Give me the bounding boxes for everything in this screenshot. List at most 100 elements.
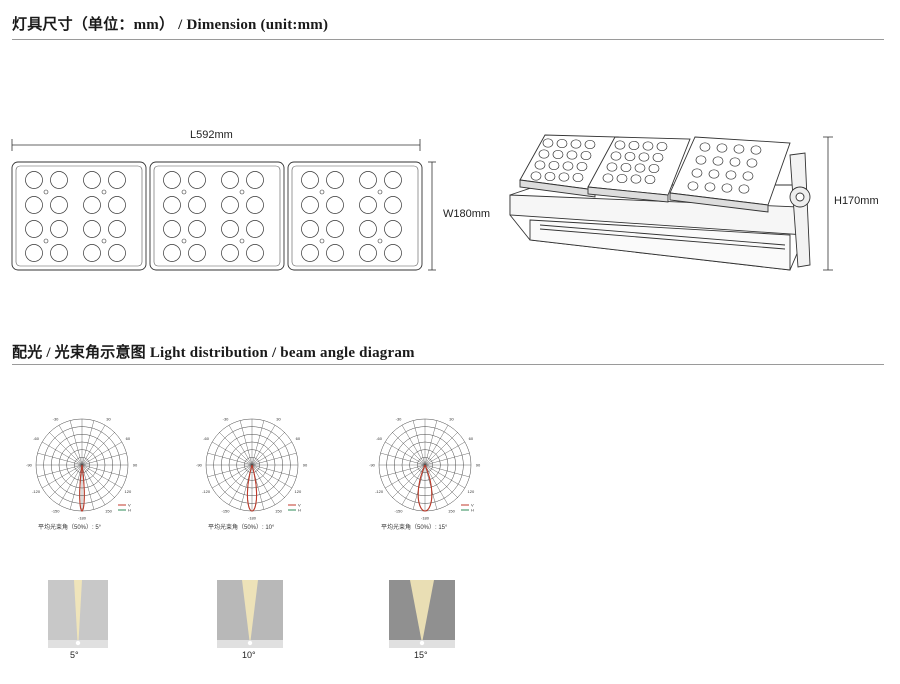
led-lens xyxy=(634,163,646,173)
polar-spoke xyxy=(207,464,253,478)
polar-spoke xyxy=(81,464,106,505)
beam-illustration xyxy=(217,580,283,648)
polar-spoke xyxy=(81,464,115,498)
led-lens xyxy=(108,244,126,262)
led-lens xyxy=(725,170,737,180)
led-lens xyxy=(359,220,377,238)
led-lens xyxy=(326,171,344,189)
led-lens xyxy=(301,196,319,214)
led-lens xyxy=(556,138,568,149)
led-lens xyxy=(384,196,402,214)
light-module xyxy=(11,161,147,271)
led-lens xyxy=(695,155,707,165)
led-lens xyxy=(359,171,377,189)
polar-tick-label: -150 xyxy=(51,508,60,513)
led-lens xyxy=(326,220,344,238)
led-lens xyxy=(602,173,614,183)
polar-tick-label: 120 xyxy=(295,489,302,494)
led-lens xyxy=(50,171,68,189)
beam-angle-caption: 平均光束角（50%）: 15° xyxy=(381,525,448,531)
led-lens xyxy=(108,220,126,238)
led-lens xyxy=(25,220,43,238)
led-lens xyxy=(246,244,264,262)
polar-tick-label: 150 xyxy=(105,508,112,513)
led-lens xyxy=(644,174,656,185)
polar-spoke xyxy=(49,432,83,466)
beam-curve xyxy=(246,464,258,512)
polar-tick-label: -60 xyxy=(203,436,210,441)
led-lens xyxy=(721,183,733,193)
front-view-drawing xyxy=(11,139,436,271)
polar-spoke xyxy=(385,441,426,466)
led-lens xyxy=(25,244,43,262)
polar-spoke xyxy=(212,464,253,489)
led-lens xyxy=(359,244,377,262)
polar-spoke xyxy=(251,432,285,466)
polar-tick-label: 120 xyxy=(468,489,475,494)
led-lens xyxy=(648,163,660,174)
polar-spoke xyxy=(228,464,253,505)
beam-angle-caption: 平均光束角（50%）: 5° xyxy=(38,525,102,531)
led-lens xyxy=(108,196,126,214)
led-lens xyxy=(708,169,720,179)
polar-spoke xyxy=(37,452,83,466)
led-lens xyxy=(359,196,377,214)
polar-spoke xyxy=(251,464,297,478)
led-lens xyxy=(246,220,264,238)
led-lens xyxy=(738,184,750,194)
led-lens xyxy=(610,151,622,161)
polar-spoke xyxy=(380,452,426,466)
led-lens xyxy=(221,220,239,238)
polar-tick-label: -30 xyxy=(223,417,230,422)
light-source xyxy=(419,640,425,646)
polar-spoke xyxy=(239,420,253,466)
led-lens xyxy=(188,171,206,189)
polar-tick-label: -180 xyxy=(248,516,257,521)
polar-tick-label: -30 xyxy=(396,417,403,422)
polar-spoke xyxy=(424,441,465,466)
led-lens xyxy=(642,141,654,151)
polar-tick-label: 90 xyxy=(303,463,308,468)
polar-spoke xyxy=(219,464,253,498)
length-dimension-label: L592mm xyxy=(190,129,233,141)
polar-spoke xyxy=(81,464,95,510)
polar-spoke xyxy=(380,464,426,478)
led-lens xyxy=(716,143,728,153)
screw-hole xyxy=(239,189,245,195)
led-lens xyxy=(576,161,588,172)
polar-tick-label: 60 xyxy=(296,436,301,441)
screw-hole xyxy=(43,238,49,244)
polar-spoke xyxy=(251,425,276,466)
led-lens xyxy=(628,140,640,151)
polar-spoke xyxy=(69,464,83,510)
polar-spoke xyxy=(424,464,449,505)
polar-tick-label: 30 xyxy=(276,417,281,422)
screw-hole xyxy=(43,189,49,195)
screw-hole xyxy=(377,238,383,244)
polar-spoke xyxy=(212,441,253,466)
polar-spoke xyxy=(42,464,83,489)
led-lens xyxy=(580,150,592,161)
polar-spoke xyxy=(424,425,449,466)
legend-label: H xyxy=(471,508,474,513)
light-module xyxy=(287,161,423,271)
led-lens xyxy=(624,151,636,162)
led-lens xyxy=(384,171,402,189)
light-source xyxy=(75,640,81,646)
led-lens xyxy=(620,162,632,173)
screw-hole xyxy=(181,189,187,195)
led-lens xyxy=(301,244,319,262)
legend-label: H xyxy=(298,508,301,513)
led-lens xyxy=(83,196,101,214)
polar-spoke xyxy=(42,441,83,466)
led-lens xyxy=(750,145,762,155)
polar-tick-label: 150 xyxy=(448,508,455,513)
screw-hole xyxy=(319,189,325,195)
beam-curve xyxy=(79,464,85,512)
polar-tick-label: -180 xyxy=(78,516,87,521)
polar-spoke xyxy=(251,420,265,466)
led-lens xyxy=(25,171,43,189)
screw-hole xyxy=(377,189,383,195)
led-lens xyxy=(606,162,618,172)
polar-spoke xyxy=(412,420,426,466)
